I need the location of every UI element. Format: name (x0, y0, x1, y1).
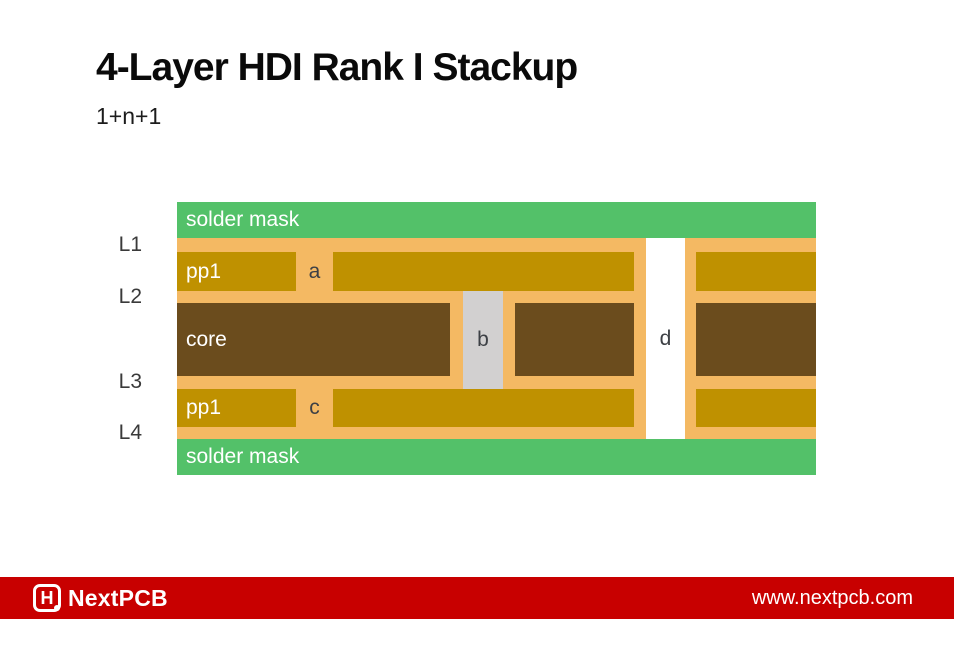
stackup-subtitle: 1+n+1 (96, 103, 162, 129)
solder-mask-top: solder mask (177, 202, 816, 238)
brand-name: NextPCB (68, 584, 168, 611)
prepreg-pp1-top-mid (333, 252, 634, 291)
solder-mask-top-label: solder mask (186, 208, 300, 231)
prepreg-pp1-top-left: pp1 (177, 252, 296, 291)
core-mid (515, 303, 634, 376)
prepreg-pp1-bottom-right (696, 389, 816, 427)
pp1-top-label: pp1 (186, 260, 222, 283)
layer-label-l3: L3 (118, 370, 142, 393)
layer-label-l2: L2 (118, 285, 142, 308)
core-left: core (177, 303, 450, 376)
logo-letter: H (40, 588, 54, 608)
nextpcb-logo: H NextPCB (33, 577, 168, 619)
stackup-diagram: solder mask pp1 core b pp1 a c d solder … (177, 202, 816, 475)
logo-exclamation-dot-icon (54, 605, 60, 611)
layer-label-l4: L4 (118, 421, 142, 444)
solder-mask-bottom-label: solder mask (186, 445, 300, 468)
through-hole-d-label: d (659, 326, 672, 350)
buried-via-b: b (463, 291, 503, 389)
footer-bar: H NextPCB www.nextpcb.com (0, 577, 954, 619)
core-label: core (186, 328, 227, 351)
pp1-bottom-label: pp1 (186, 396, 222, 419)
page-title: 4-Layer HDI Rank I Stackup (96, 46, 578, 89)
prepreg-pp1-bottom-mid (333, 389, 634, 427)
nextpcb-h-icon: H (33, 584, 61, 612)
microvia-c-label: c (309, 396, 320, 419)
prepreg-pp1-bottom-left: pp1 (177, 389, 296, 427)
solder-mask-bottom: solder mask (177, 439, 816, 475)
prepreg-pp1-top-right (696, 252, 816, 291)
layer-label-l1: L1 (118, 233, 142, 256)
core-right (696, 303, 816, 376)
footer-url: www.nextpcb.com (751, 587, 913, 609)
microvia-a-label: a (308, 259, 321, 283)
via-b-label: b (477, 328, 489, 351)
